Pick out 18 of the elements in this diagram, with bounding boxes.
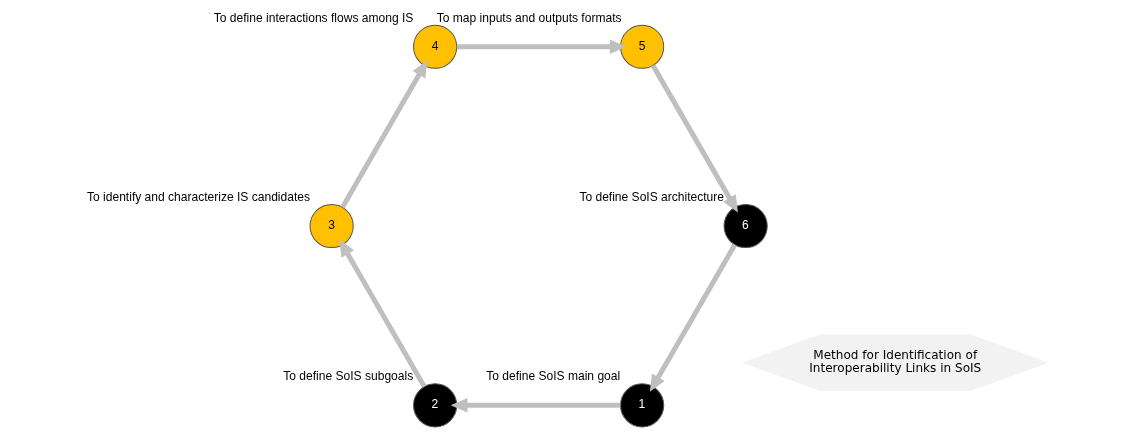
arrow — [456, 39, 627, 55]
node-circle: 4 — [413, 24, 458, 69]
node-circle: 2 — [413, 383, 458, 428]
arrow — [650, 64, 738, 213]
arrow — [340, 60, 428, 209]
node-label: To define SoIS main goal — [486, 369, 621, 384]
node-circle: 1 — [620, 383, 665, 428]
arrow — [450, 397, 621, 413]
arrow — [649, 243, 737, 392]
node-label: To define SoIS subgoals — [283, 369, 414, 384]
node-label: To define SoIS architecture — [579, 190, 725, 205]
node-label: To identify and characterize IS candidates — [87, 190, 311, 205]
node-circle: 5 — [620, 24, 665, 69]
node-label: To define interactions flows among IS — [213, 10, 414, 25]
node-circle: 6 — [723, 203, 768, 249]
node-circle: 3 — [309, 203, 354, 249]
arrow — [339, 239, 427, 388]
node-label: To map inputs and outputs formats — [436, 10, 622, 25]
